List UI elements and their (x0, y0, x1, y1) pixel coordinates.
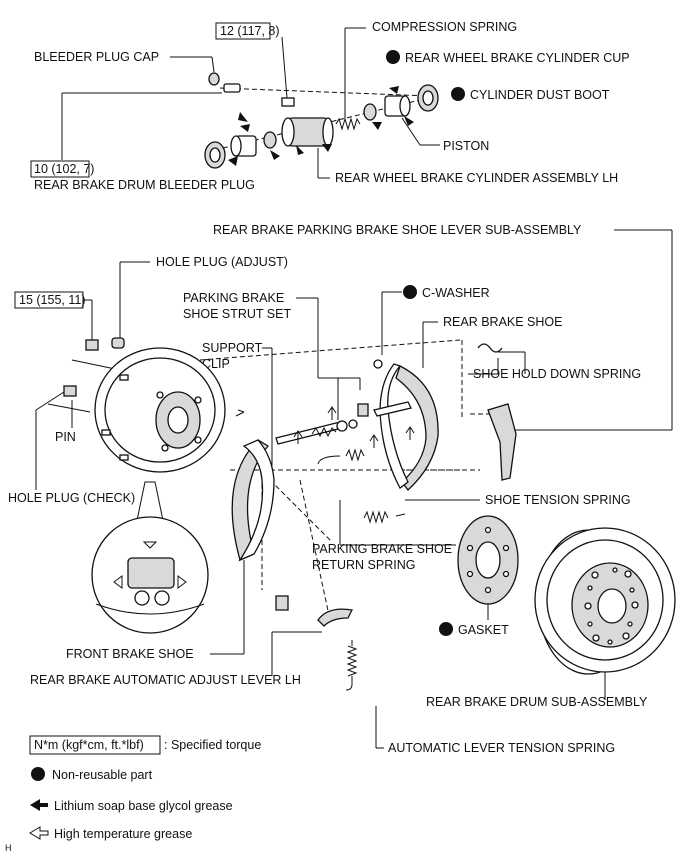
non-reusable-dot-icon (403, 285, 417, 299)
bleeder-plug-label: REAR BRAKE DRUM BLEEDER PLUG (34, 178, 255, 192)
hole-plug-check-icon (63, 385, 77, 397)
brake-drum-icon (534, 527, 676, 675)
bleeder-plug-cap-icon (208, 72, 220, 86)
lever-spring-icon (345, 640, 358, 691)
piston-right-icon (384, 95, 411, 117)
support-clip-icon (275, 595, 289, 611)
legend-torque-box (29, 735, 161, 755)
piston-left-icon (230, 135, 257, 157)
piston-label: PISTON (443, 139, 489, 153)
return-spring-label-2: RETURN SPRING (312, 558, 415, 572)
c-washer-icon (373, 359, 383, 369)
dust-boot-right-icon (417, 84, 439, 112)
hole-plug-adjust-label: HOLE PLUG (ADJUST) (156, 255, 288, 269)
support-label-1: SUPPORT (202, 341, 263, 355)
non-reusable-dot-icon (31, 767, 45, 781)
legend-lithium: Lithium soap base glycol grease (54, 799, 233, 813)
legend-high-temp: High temperature grease (54, 827, 192, 841)
cylinder-cup-left-icon (263, 131, 277, 149)
backing-bolt-icon (85, 339, 99, 351)
front-shoe-label: FRONT BRAKE SHOE (66, 647, 194, 661)
cylinder-assembly-label: REAR WHEEL BRAKE CYLINDER ASSEMBLY LH (335, 171, 618, 185)
hold-down-spring-icon (477, 343, 503, 353)
tension-spring-label: SHOE TENSION SPRING (485, 493, 631, 507)
torque-10-label: 10 (102, 7) (34, 162, 94, 176)
dust-boot-left-icon (204, 141, 226, 169)
hole-plug-adjust-icon (111, 337, 125, 349)
footer-code: H (5, 843, 12, 853)
cylinder-bolt-icon (281, 97, 295, 107)
adjust-lever-icon (317, 608, 353, 627)
adjust-lever-label: REAR BRAKE AUTOMATIC ADJUST LEVER LH (30, 673, 301, 687)
strut-set-label-1: PARKING BRAKE (183, 291, 284, 305)
bleeder-plug-icon (223, 83, 241, 93)
parking-lever-icon (487, 403, 517, 481)
legend-torque-text: : Specified torque (164, 738, 261, 752)
strut-set-label-2: SHOE STRUT SET (183, 307, 291, 321)
strut-set-icon (275, 359, 412, 445)
legend-non-reusable: Non-reusable part (52, 768, 153, 782)
cylinder-body-icon (281, 117, 334, 147)
return-spring-label-1: PARKING BRAKE SHOE (312, 542, 452, 556)
grease-arrows (228, 86, 414, 166)
torque-12-text: 12 (117, 8) (220, 24, 280, 38)
support-label-2: CLIP (202, 357, 230, 371)
parking-lever-label: REAR BRAKE PARKING BRAKE SHOE LEVER SUB-… (213, 223, 582, 237)
backing-plate-icon (94, 347, 226, 473)
cylinder-cup-label: REAR WHEEL BRAKE CYLINDER CUP (405, 51, 630, 65)
rear-brake-shoe-icon (379, 363, 439, 491)
hold-down-spring-label: SHOE HOLD DOWN SPRING (473, 367, 641, 381)
non-reusable-dot-icon (439, 622, 453, 636)
hole-plug-check-label: HOLE PLUG (CHECK) (8, 491, 135, 505)
leaders-top (61, 27, 440, 179)
c-washer-label: C-WASHER (422, 286, 490, 300)
compression-spring-label: COMPRESSION SPRING (372, 20, 517, 34)
return-spring-icon (317, 448, 365, 465)
non-reusable-dot-icon (451, 87, 465, 101)
detail-lens (91, 481, 209, 634)
rear-shoe-label: REAR BRAKE SHOE (443, 315, 562, 329)
torque-15-label: 15 (155, 11) (19, 293, 85, 307)
non-reusable-dot-icon (386, 50, 400, 64)
lever-spring-label: AUTOMATIC LEVER TENSION SPRING (388, 741, 615, 755)
high-temp-grease-arrow-icon (29, 826, 49, 840)
legend-torque-box-text: N*m (kgf*cm, ft.*lbf) (34, 738, 144, 752)
compression-spring-icon (335, 117, 361, 131)
torque-10-box (30, 160, 90, 178)
gasket-icon (457, 515, 519, 605)
cylinder-section (204, 72, 439, 169)
legend: N*m (kgf*cm, ft.*lbf) : Specified torque… (5, 735, 261, 853)
open-grease-arrows (235, 406, 415, 448)
front-brake-shoe-icon (231, 439, 275, 562)
leaders-bottom (210, 500, 606, 749)
cylinder-dust-boot-label: CYLINDER DUST BOOT (470, 88, 610, 102)
gasket-label: GASKET (458, 623, 509, 637)
shoe-tension-spring-icon (363, 499, 480, 524)
drum-label: REAR BRAKE DRUM SUB-ASSEMBLY (426, 695, 648, 709)
pin-label: PIN (55, 430, 76, 444)
bleeder-plug-cap-label: BLEEDER PLUG CAP (34, 50, 159, 64)
cylinder-cup-right-icon (363, 103, 377, 121)
torque-12-box (215, 22, 271, 40)
lithium-grease-arrow-icon (30, 799, 48, 811)
